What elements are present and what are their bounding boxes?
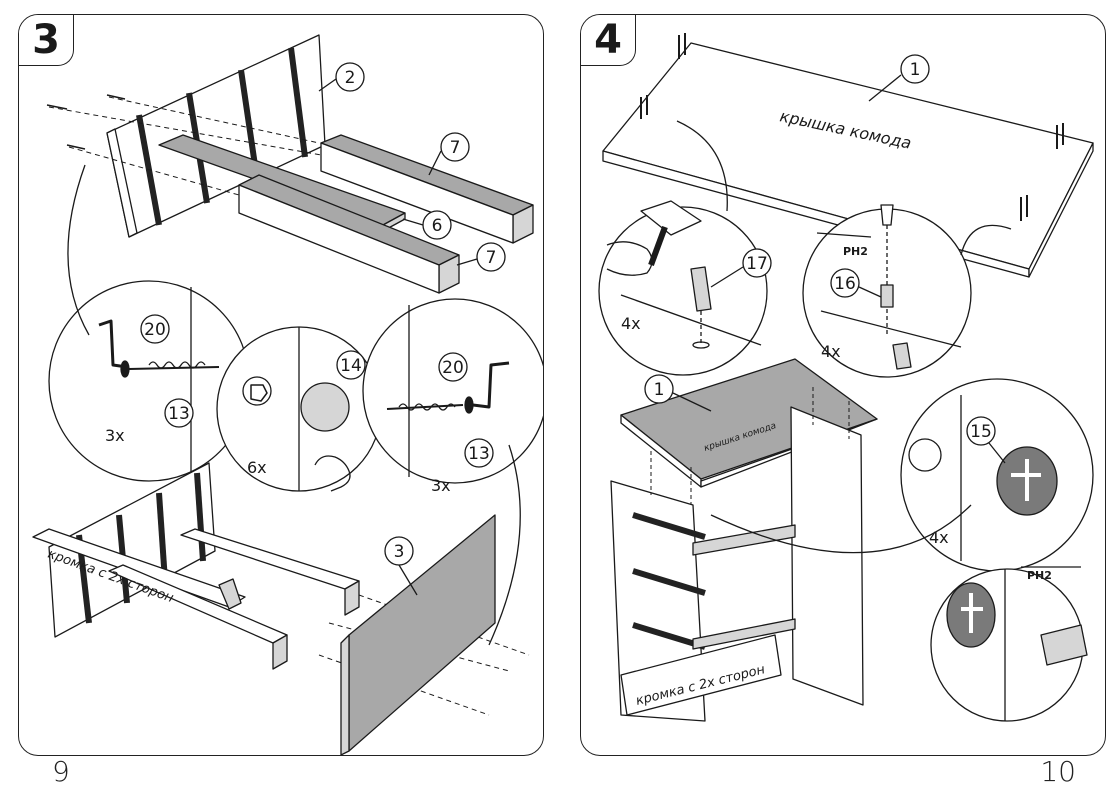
part-label-13: 13 [468,444,490,464]
part-label-20: 20 [144,320,166,340]
part-label-7: 7 [486,248,497,268]
part-label-14: 14 [340,356,362,376]
part-label-13: 13 [168,404,190,424]
part-label-3: 3 [394,542,405,562]
step-number: 4 [581,15,636,66]
quantity-label: 4x [621,314,641,333]
part-label-16: 16 [834,274,856,294]
detail-circle-right [362,298,543,484]
part-label-1: 1 [654,380,665,400]
part-label-17: 17 [746,254,768,274]
quantity-label: 3x [431,476,451,495]
quantity-label: 3x [105,426,125,445]
quantity-label: 4x [929,528,949,547]
detail-circle-hammer [598,206,768,376]
part-label-7: 7 [450,138,461,158]
assembled-frame-bottom [32,462,360,670]
part-label-20: 20 [442,358,464,378]
label-circle [335,62,365,92]
part-label-2: 2 [345,68,356,88]
step-4-illustration: 1 17 16 1 15 4x 4x 4x PH2 PH2 крышка ком… [598,33,1094,722]
quantity-label: 6x [247,458,267,477]
tool-label: PH2 [1027,569,1052,582]
step-number: 3 [19,15,74,66]
step-3-panel: 3 [18,14,544,756]
side-panel-3 [348,514,496,752]
part-label-15: 15 [970,422,992,442]
part-label-1: 1 [910,60,921,80]
detail-circle-left [48,280,250,482]
quantity-label: 4x [821,342,841,361]
step-3-illustration: 2 7 6 7 20 13 14 20 13 3 3x 6x 3x кромка… [32,34,543,755]
page-number-right: 10 [1040,755,1076,788]
tool-label: PH2 [843,245,868,258]
chest-side-right [790,406,864,706]
page-number-left: 9 [52,755,70,788]
step-4-panel: 4 [580,14,1106,756]
part-label-6: 6 [432,216,443,236]
